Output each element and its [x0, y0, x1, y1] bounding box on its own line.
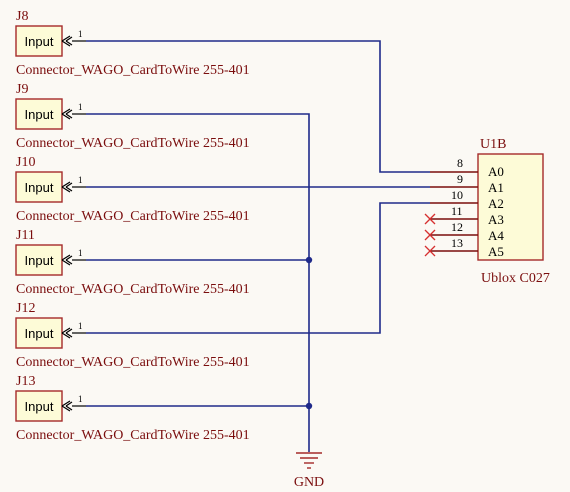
connector-pin-number: 1: [78, 394, 83, 404]
chip-pin-number: 9: [457, 172, 463, 186]
chip-body: [477, 153, 544, 261]
connector-footprint: Connector_WAGO_CardToWire 255-401: [16, 136, 250, 151]
connector-footprint: Connector_WAGO_CardToWire 255-401: [16, 428, 250, 443]
connector-ref: J12: [16, 301, 35, 316]
connector-body: [15, 390, 63, 422]
chip-pin-number: 13: [451, 236, 463, 250]
connector-pin-number: 1: [78, 248, 83, 258]
no-connect-a4-icon: [424, 229, 436, 241]
connector-footprint: Connector_WAGO_CardToWire 255-401: [16, 209, 250, 224]
chip-pin-name: A3: [488, 212, 504, 227]
chip-ref: U1B: [480, 137, 506, 152]
connector-j8: J8 Input 1 Connector_WAGO_CardToWire 255…: [15, 9, 250, 78]
connector-pin-number: 1: [78, 29, 83, 39]
connector-pin-arrow: [61, 327, 73, 339]
chip-pin-number: 11: [451, 204, 463, 218]
chip-pin-number: 10: [451, 188, 463, 202]
connector-j12: J12 Input 1 Connector_WAGO_CardToWire 25…: [15, 301, 250, 370]
connector-footprint: Connector_WAGO_CardToWire 255-401: [16, 355, 250, 370]
connector-label: Input: [25, 399, 54, 414]
chip-pin-number: 8: [457, 156, 463, 170]
connector-label: Input: [25, 34, 54, 49]
connector-body: [15, 98, 63, 130]
connector-label: Input: [25, 107, 54, 122]
connector-body: [15, 317, 63, 349]
connector-label: Input: [25, 326, 54, 341]
chip-pin-name: A1: [488, 180, 504, 195]
connector-ref: J13: [16, 374, 35, 389]
connector-pin-arrow: [61, 108, 73, 120]
connector-ref: J11: [16, 228, 35, 243]
no-connect-a5-icon: [424, 245, 436, 257]
connector-pin-arrow: [61, 35, 73, 47]
chip-name: Ublox C027: [481, 271, 550, 286]
chip-pin-name: A0: [488, 164, 504, 179]
wire-j12-a2: [86, 202, 430, 334]
connector-pin-arrow: [61, 254, 73, 266]
connector-body: [15, 244, 63, 276]
chip-pin-name: A5: [488, 244, 504, 259]
connector-pin-number: 1: [78, 321, 83, 331]
ground-symbol: GND: [294, 452, 324, 490]
no-connect-a3-icon: [424, 213, 436, 225]
connector-label: Input: [25, 180, 54, 195]
connector-ref: J9: [16, 82, 28, 97]
connector-ref: J8: [16, 9, 28, 24]
chip-u1b: U1B Ublox C027 8 9 10 11 12 13 A0 A1 A2 …: [424, 137, 550, 286]
connector-j10: J10 Input 1 Connector_WAGO_CardToWire 25…: [15, 155, 250, 224]
connector-j13: J13 Input 1 Connector_WAGO_CardToWire 25…: [15, 374, 250, 443]
connector-footprint: Connector_WAGO_CardToWire 255-401: [16, 63, 250, 78]
junction-dot-j11: [305, 256, 313, 264]
connector-pin-number: 1: [78, 102, 83, 112]
connector-label: Input: [25, 253, 54, 268]
gnd-label: GND: [294, 475, 324, 490]
connector-ref: J10: [16, 155, 35, 170]
junction-dot-j13: [305, 402, 313, 410]
chip-pin-number: 12: [451, 220, 463, 234]
chip-pin-name: A2: [488, 196, 504, 211]
connector-pin-arrow: [61, 181, 73, 193]
wire-j8-a0: [86, 40, 430, 173]
connector-j9: J9 Input 1 Connector_WAGO_CardToWire 255…: [15, 82, 250, 151]
connector-pin-number: 1: [78, 175, 83, 185]
connector-j11: J11 Input 1 Connector_WAGO_CardToWire 25…: [15, 228, 250, 297]
wires: [86, 40, 430, 452]
chip-pin-name: A4: [488, 228, 504, 243]
connector-pin-arrow: [61, 400, 73, 412]
connector-footprint: Connector_WAGO_CardToWire 255-401: [16, 282, 250, 297]
wire-j9-gnd: [86, 113, 310, 452]
